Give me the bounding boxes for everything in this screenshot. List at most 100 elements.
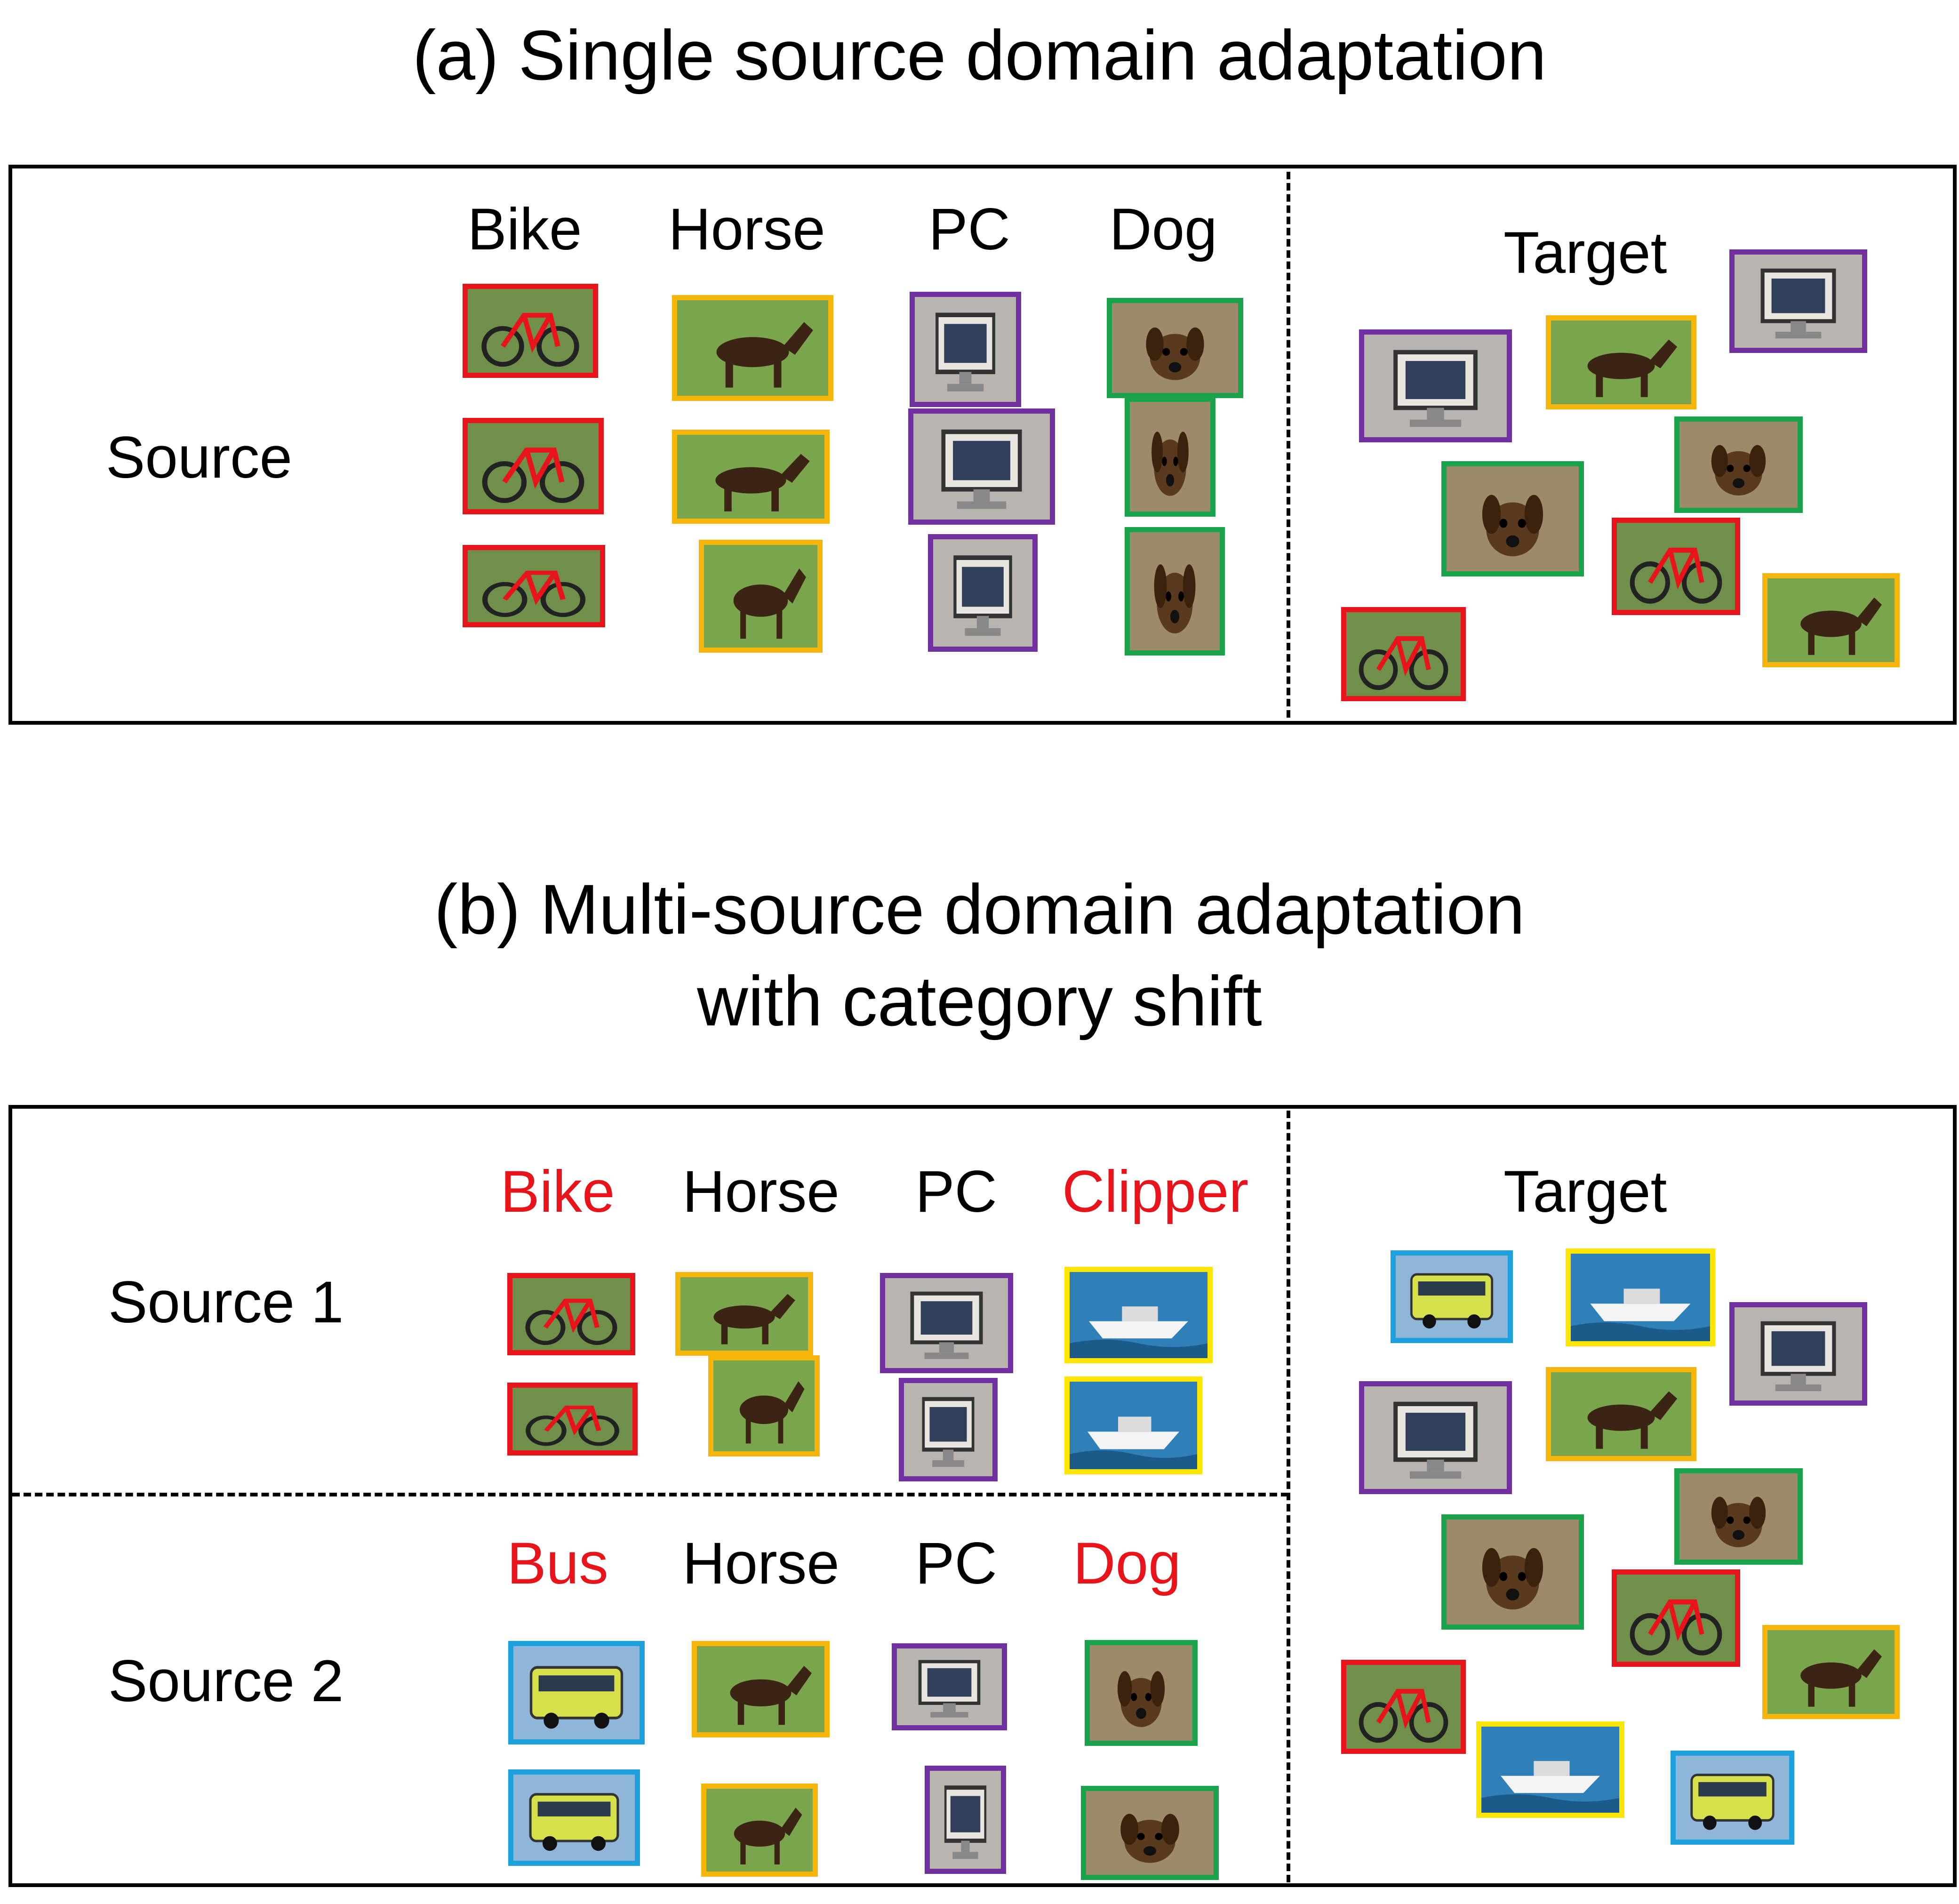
panel-b-divider <box>1287 1111 1290 1882</box>
panel-a-source-label: Source <box>106 425 293 490</box>
dog-photo <box>1130 532 1220 650</box>
boat-photo <box>1481 1727 1619 1813</box>
panel-b-frame <box>8 1105 1957 1887</box>
bike-photo <box>468 423 599 509</box>
panel-a-source-pc-image <box>928 534 1038 652</box>
bike-photo <box>512 1278 630 1350</box>
panel-a-category-label: Dog <box>1109 197 1217 262</box>
source2-bus-image <box>508 1769 640 1866</box>
panel-a-category-label: Horse <box>668 197 825 262</box>
panel-b-target-horse-image <box>1762 1625 1900 1719</box>
source1-pc-image <box>899 1378 998 1481</box>
panel-a-target-bike-image <box>1612 518 1740 615</box>
panel-a-source-pc-image <box>910 292 1021 407</box>
boat-photo <box>1070 1272 1207 1358</box>
boat-photo <box>1070 1382 1197 1469</box>
panel-b-title-line1: (b) Multi-source domain adaptation <box>434 870 1525 949</box>
dog-photo <box>1112 303 1238 393</box>
bus-photo <box>1676 1756 1789 1840</box>
panel-a-target-label: Target <box>1503 220 1667 286</box>
source2-dog-image <box>1085 1640 1198 1746</box>
source1-clipper-image <box>1064 1267 1213 1363</box>
panel-a-title: (a) Single source domain adaptation <box>412 16 1547 95</box>
source2-pc-image <box>925 1766 1006 1874</box>
pc-photo <box>897 1648 1002 1725</box>
dog-photo <box>1130 402 1210 512</box>
panel-b-target-pc-image <box>1359 1381 1512 1494</box>
panel-a-divider <box>1287 172 1290 718</box>
source2-category-dog: Dog <box>1073 1531 1181 1596</box>
bike-photo <box>468 550 600 622</box>
panel-a-source-dog-image <box>1125 397 1215 517</box>
panel-a-target-dog-image <box>1441 461 1584 576</box>
source1-horse-image <box>675 1272 813 1356</box>
horse-photo <box>704 545 817 648</box>
pc-photo <box>1364 335 1507 437</box>
source1-bike-image <box>507 1273 635 1355</box>
panel-a-target-pc-image <box>1359 329 1512 442</box>
panel-a-frame <box>8 165 1957 725</box>
dog-photo <box>1090 1645 1192 1741</box>
horse-photo <box>677 300 828 396</box>
panel-a-target-dog-image <box>1674 416 1803 513</box>
source2-horse-image <box>701 1784 818 1877</box>
horse-photo <box>706 1789 813 1872</box>
panel-a-category-label: Bike <box>467 197 582 262</box>
source1-bike-image <box>507 1383 638 1456</box>
horse-photo <box>1551 320 1691 404</box>
source2-horse-image <box>692 1641 830 1737</box>
panel-b-target-clipper-image <box>1566 1248 1715 1346</box>
pc-photo <box>1735 255 1862 348</box>
bike-photo <box>1617 1575 1735 1662</box>
pc-photo <box>885 1278 1008 1368</box>
panel-b-target-dog-image <box>1441 1514 1584 1630</box>
source1-category-bike: Bike <box>500 1159 615 1224</box>
horse-photo <box>677 435 824 519</box>
panel-a-source-horse-image <box>699 540 823 653</box>
dog-photo <box>1447 466 1579 571</box>
dog-photo <box>1679 1473 1798 1560</box>
panel-a-target-bike-image <box>1341 607 1466 701</box>
panel-b-title-line2: with category shift <box>697 961 1262 1040</box>
panel-a-target-horse-image <box>1762 573 1900 667</box>
source2-category-pc: PC <box>915 1531 997 1596</box>
dog-photo <box>1447 1520 1579 1624</box>
dog-photo <box>1086 1791 1214 1875</box>
panel-a-source-bike-image <box>463 545 605 627</box>
panel-a-source-dog-image <box>1107 298 1243 398</box>
panel-a-source-pc-image <box>908 408 1055 525</box>
bike-photo <box>468 289 593 373</box>
horse-photo <box>713 1360 815 1451</box>
source1-pc-image <box>880 1273 1013 1373</box>
horse-photo <box>697 1646 824 1732</box>
pc-photo <box>1735 1307 1862 1400</box>
panel-b-target-dog-image <box>1674 1468 1803 1565</box>
pc-photo <box>1364 1386 1507 1489</box>
source2-pc-image <box>892 1643 1007 1730</box>
source1-category-pc: PC <box>915 1159 997 1224</box>
bus-photo <box>513 1775 635 1861</box>
source2-bus-image <box>508 1641 645 1744</box>
panel-b-target-bike-image <box>1612 1569 1740 1667</box>
panel-a-target-horse-image <box>1546 315 1696 409</box>
bike-photo <box>1346 1665 1461 1749</box>
horse-photo <box>1551 1372 1691 1456</box>
panel-a-category-label: PC <box>928 197 1010 262</box>
source1-clipper-image <box>1064 1376 1202 1474</box>
pc-photo <box>913 414 1050 520</box>
panel-b-target-bus-image <box>1671 1751 1794 1845</box>
horse-photo <box>1767 578 1895 662</box>
bus-photo <box>1396 1256 1508 1338</box>
horse-photo <box>1767 1630 1895 1714</box>
panel-a-source-bike-image <box>463 418 604 514</box>
source1-category-clipper: Clipper <box>1062 1159 1248 1224</box>
source1-category-horse: Horse <box>682 1159 840 1224</box>
bus-photo <box>513 1646 640 1739</box>
panel-b-target-bus-image <box>1391 1250 1513 1343</box>
boat-photo <box>1571 1254 1710 1341</box>
panel-b-target-label: Target <box>1503 1159 1667 1224</box>
source2-category-bus: Bus <box>507 1531 608 1596</box>
source2-category-horse: Horse <box>682 1531 840 1596</box>
bike-photo <box>1617 523 1735 610</box>
panel-b-target-clipper-image <box>1476 1721 1624 1818</box>
